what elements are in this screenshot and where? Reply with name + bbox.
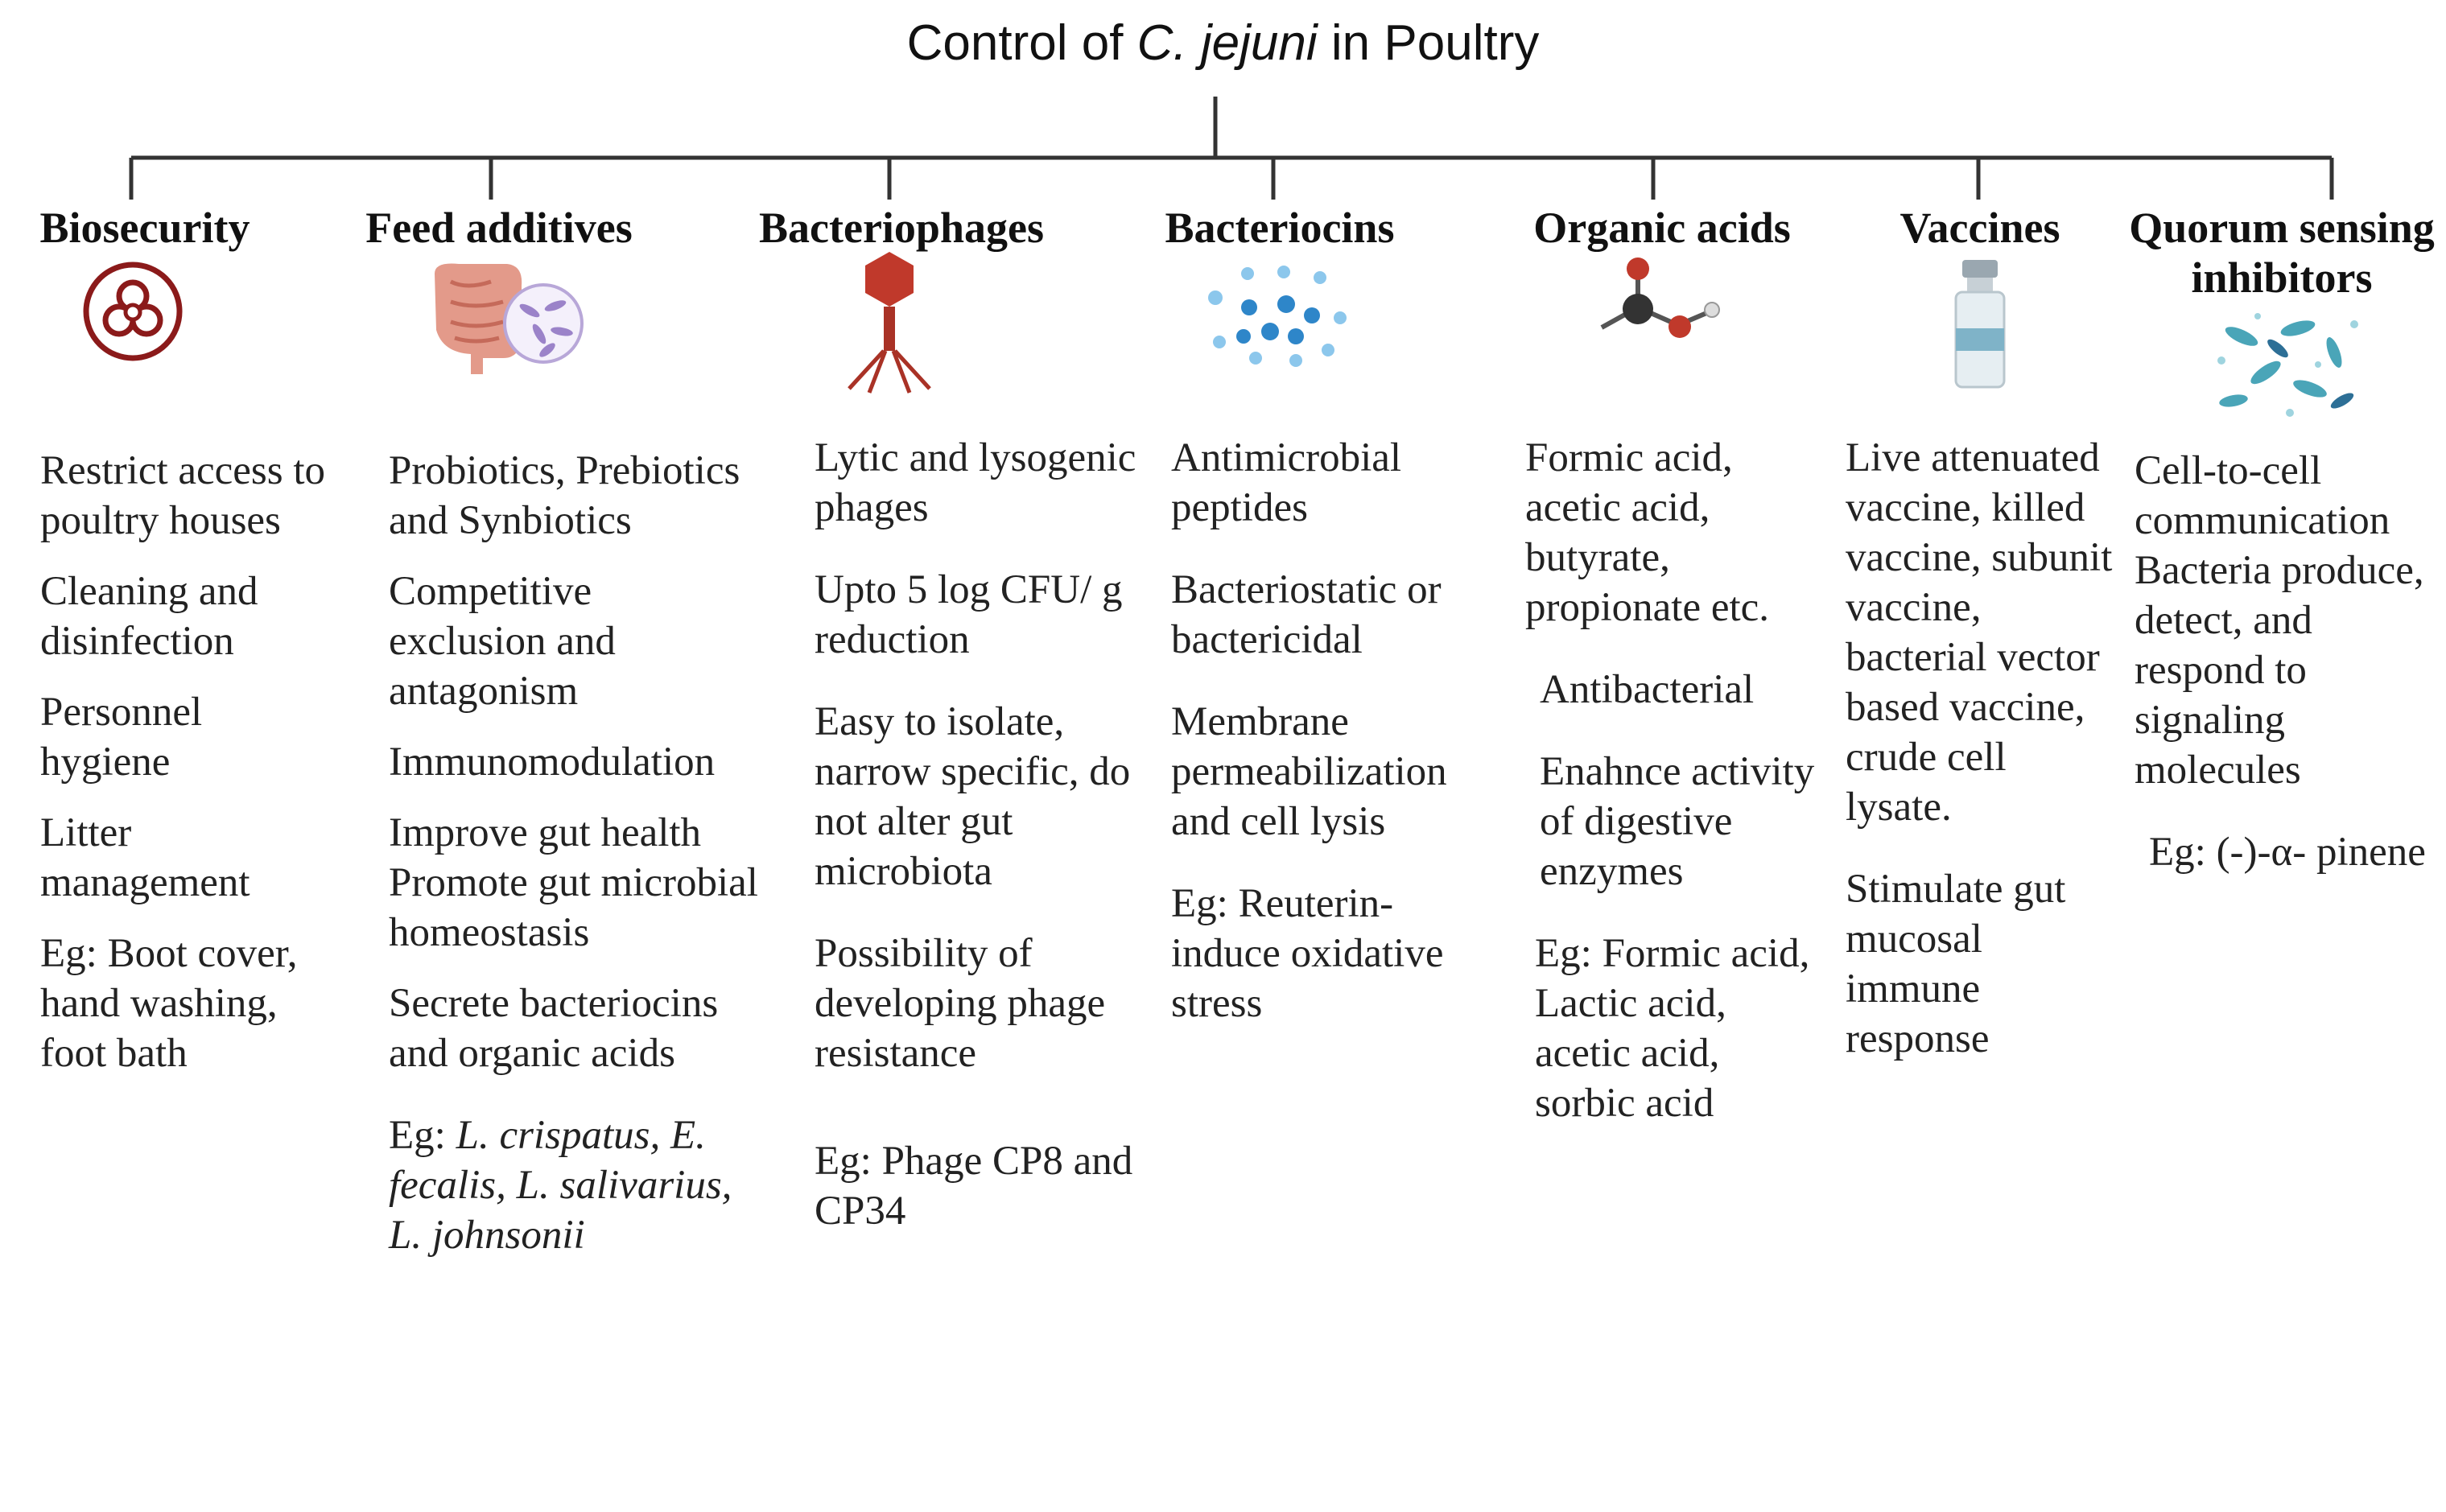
list-item: Eg: L. crispatus, E. fecalis, L. salivar… — [389, 1113, 732, 1258]
branch-items-bacteriophages: Lytic and lysogenic phages Upto 5 log CF… — [815, 433, 1136, 1236]
branch-heading-quorum-sensing-inhibitors: Quorum sensing inhibitors — [2129, 204, 2435, 302]
branch-heading-bacteriophages: Bacteriophages — [759, 204, 1044, 252]
molecule-icon — [1600, 257, 1720, 338]
list-item: Eg: Formic acid, Lactic acid, acetic aci… — [1535, 931, 1810, 1126]
connector-lines — [129, 97, 2334, 200]
list-item: Probiotics, Prebiotics and Synbiotics — [389, 448, 740, 543]
list-item: Upto 5 log CFU/ g reduction — [815, 567, 1123, 662]
gut-microbes-icon — [435, 263, 584, 374]
list-item: Lytic and lysogenic phages — [815, 435, 1136, 530]
list-item: Membrane permeabilization and cell lysis — [1171, 699, 1447, 844]
branch-items-bacteriocins: Antimicrobial peptides Bacteriostatic or… — [1171, 433, 1477, 1028]
list-item: Bacteriostatic or bactericidal — [1171, 567, 1442, 662]
branch-heading-bacteriocins: Bacteriocins — [1165, 204, 1395, 252]
list-item: Antimicrobial peptides — [1171, 435, 1402, 530]
list-item: Eg: Boot cover, hand washing, foot bath — [40, 931, 298, 1076]
list-item: Live attenuated vaccine, killed vaccine,… — [1846, 435, 2113, 830]
bacteria-cluster-icon — [2217, 313, 2358, 417]
branch-items-vaccines: Live attenuated vaccine, killed vaccine,… — [1846, 433, 2119, 1064]
peptide-dots-icon — [1208, 266, 1347, 367]
branch-items-organic-acids: Formic acid, acetic acid, butyrate, prop… — [1525, 433, 1823, 1128]
list-item: Restrict access to poultry houses — [40, 448, 326, 543]
list-item: Eg: Phage CP8 and CP34 — [815, 1139, 1133, 1234]
list-item: Promote gut microbial homeostasis — [389, 860, 758, 955]
vaccine-vial-icon — [1954, 260, 2006, 389]
list-item: Enahnce activity of digestive enzymes — [1540, 749, 1815, 894]
list-item: Easy to isolate, narrow specific, do not… — [815, 699, 1131, 894]
branch-items-quorum-sensing-inhibitors: Cell-to-cell communication Bacteria prod… — [2135, 446, 2432, 877]
list-item: Cell-to-cell communication Bacteria prod… — [2135, 448, 2424, 793]
list-item: Immunomodulation — [389, 740, 716, 785]
list-item: Secrete bacteriocins and organic acids — [389, 981, 719, 1076]
list-item: Personnel hygiene — [40, 690, 203, 785]
branch-heading-organic-acids: Organic acids — [1533, 204, 1791, 252]
list-item: Possibility of developing phage resistan… — [815, 931, 1106, 1076]
branch-heading-vaccines: Vaccines — [1899, 204, 2060, 252]
bacteriophage-icon — [848, 252, 931, 393]
branch-items-feed-additives: Probiotics, Prebiotics and Synbiotics Co… — [389, 446, 759, 1260]
list-item: Formic acid, acetic acid, butyrate, prop… — [1525, 435, 1770, 630]
list-item: Cleaning and disinfection — [40, 569, 258, 664]
list-item: Litter management — [40, 810, 250, 905]
branch-heading-feed-additives: Feed additives — [365, 204, 633, 252]
list-item: Competitive exclusion and antagonism — [389, 569, 616, 714]
list-item: Antibacterial — [1540, 667, 1755, 712]
list-item: Eg: (-)-α- pinene — [2149, 830, 2426, 875]
diagram-title: Control of C. jejuni in Poultry — [906, 15, 1540, 71]
list-item: Stimulate gut mucosal immune response — [1846, 867, 2066, 1061]
branch-heading-biosecurity: Biosecurity — [39, 204, 250, 252]
branch-items-biosecurity: Restrict access to poultry houses Cleani… — [40, 446, 330, 1078]
list-item: Eg: Reuterin- induce oxidative stress — [1171, 881, 1444, 1026]
biohazard-icon — [83, 262, 183, 361]
list-item: Improve gut health — [389, 810, 702, 855]
